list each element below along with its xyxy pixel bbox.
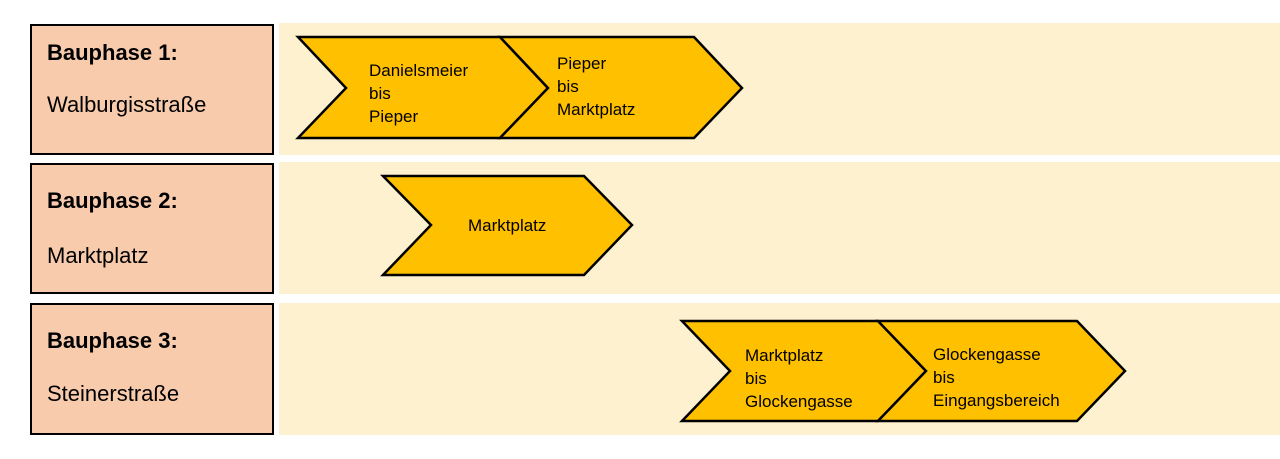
phase-3-name: Steinerstraße bbox=[47, 381, 180, 406]
segment-line: Danielsmeier bbox=[369, 61, 469, 80]
phase-2-name: Marktplatz bbox=[47, 243, 149, 268]
segment-line: Marktplatz bbox=[468, 216, 547, 235]
chevron-phase-2-segment-1 bbox=[380, 174, 634, 277]
chevron-phase-1-segment-2 bbox=[497, 35, 744, 140]
chevron-phase-1-segment-2-text: Pieper bis Marktplatz bbox=[557, 52, 635, 121]
segment-line: Pieper bbox=[557, 54, 607, 73]
segment-line: Glockengasse bbox=[745, 392, 853, 411]
phase-1-label-box: Bauphase 1: Walburgisstraße bbox=[30, 24, 274, 155]
segment-line: Marktplatz bbox=[745, 346, 824, 365]
chevron-phase-1-segment-1-text: Danielsmeier bis Pieper bbox=[369, 59, 468, 128]
phase-2-label-box: Bauphase 2: Marktplatz bbox=[30, 163, 274, 294]
phase-3-label-box: Bauphase 3: Steinerstraße bbox=[30, 303, 274, 435]
chevron-phase-3-segment-1-text: Marktplatz bis Glockengasse bbox=[745, 344, 853, 413]
segment-line: bis bbox=[369, 84, 391, 103]
phase-2-title: Bauphase 2: bbox=[47, 188, 178, 213]
segment-line: bis bbox=[557, 77, 579, 96]
segment-line: bis bbox=[933, 368, 955, 387]
chevron-phase-3-segment-2 bbox=[875, 319, 1127, 423]
segment-line: Glockengasse bbox=[933, 345, 1041, 364]
phase-1-title: Bauphase 1: bbox=[47, 40, 178, 65]
segment-line: Marktplatz bbox=[557, 100, 636, 119]
chevron-phase-3-segment-2-text: Glockengasse bis Eingangsbereich bbox=[933, 343, 1060, 412]
phase-3-title: Bauphase 3: bbox=[47, 328, 178, 353]
chevron-phase-2-segment-1-text: Marktplatz bbox=[468, 214, 546, 237]
segment-line: bis bbox=[745, 369, 767, 388]
phase-1-name: Walburgisstraße bbox=[47, 92, 207, 117]
segment-line: Eingangsbereich bbox=[933, 391, 1060, 410]
segment-line: Pieper bbox=[369, 107, 419, 126]
